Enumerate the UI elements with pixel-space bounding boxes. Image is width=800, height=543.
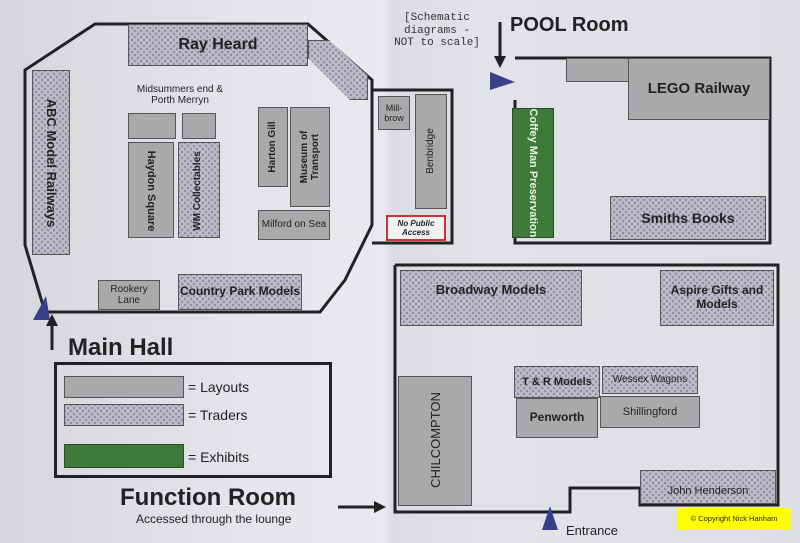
legend-box	[54, 362, 332, 478]
stall-haydon-square	[128, 142, 174, 238]
stall-wessex-wagons	[602, 366, 698, 394]
stall-john-henderson	[640, 470, 776, 504]
stall-coffey-man	[512, 108, 554, 238]
stall-aspire-gifts	[660, 270, 774, 326]
stall-ray-heard	[128, 24, 308, 66]
stall-chilcompton-label: CHILCOMPTON	[427, 392, 443, 488]
stall-abc-model-railways-label: ABC Model Railways	[44, 98, 60, 228]
no-public-access-label: No Public Access	[397, 218, 435, 237]
side-room-outline	[372, 88, 454, 245]
main-hall-title: Main Hall	[68, 334, 174, 362]
stall-tr-models	[514, 366, 600, 398]
stall-tr-models-label: T & R Models	[522, 375, 592, 388]
pool-room-title: POOL Room	[510, 13, 629, 36]
stall-shillingford-label: Shillingford	[622, 405, 678, 418]
function-room-arrow-head	[374, 501, 386, 513]
legend-exhibits-label: = Exhibits	[188, 448, 250, 465]
stall-pool-small-layout	[566, 58, 630, 82]
stall-benbridge	[415, 94, 447, 209]
stall-penworth	[516, 398, 598, 438]
legend-exhibits-swatch	[64, 444, 184, 468]
stall-wm-collectables	[178, 142, 220, 238]
stall-benbridge-label: Benbridge	[425, 128, 437, 174]
stall-wm-collectables-label: WM Collectables	[192, 151, 204, 231]
stall-ray-heard-label: Ray Heard	[178, 35, 258, 53]
pool-room-arrow-head	[494, 56, 506, 68]
legend-layouts-label: = Layouts	[188, 378, 250, 395]
main-hall-door-marker	[33, 296, 50, 320]
not-to-scale-note: [Schematic diagrams - NOT to scale]	[394, 12, 480, 50]
no-public-access-box	[386, 215, 446, 241]
stall-porth-merryn	[182, 113, 216, 139]
stall-rookery-lane	[98, 280, 160, 310]
stall-coffey-man-label: Coffey Man Preservation	[527, 108, 540, 238]
main-hall-arrow-head	[46, 314, 58, 326]
stall-rookery-lane-label: Rookery Lane	[110, 283, 148, 307]
stall-penworth-label: Penworth	[529, 410, 585, 425]
stall-broadway-models-label: Broadway Models	[435, 281, 547, 297]
stall-country-park-models-label: Country Park Models	[179, 284, 301, 299]
stall-harton-gill	[258, 107, 288, 187]
stall-museum-of-transport	[290, 107, 330, 207]
stall-museum-of-transport-label: Museum of Transport	[298, 130, 322, 184]
stall-lego-railway-label: LEGO Railway	[647, 80, 751, 98]
stall-lego-railway	[628, 58, 770, 120]
legend-traders-label: = Traders	[188, 406, 248, 423]
stall-millbrow-label: Mill-brow	[384, 102, 404, 123]
stall-millbrow	[378, 96, 410, 130]
stall-john-henderson-label: John Henderson	[667, 484, 749, 497]
stall-milford-on-sea-label: Milford on Sea	[261, 219, 327, 231]
stall-smiths-books-label: Smiths Books	[641, 209, 735, 226]
stall-milford-on-sea	[258, 210, 330, 240]
copyright-banner	[677, 508, 791, 530]
stall-harton-gill-label: Harton Gill	[267, 121, 279, 173]
function-room-subtitle: Accessed through the lounge	[136, 512, 292, 527]
stall-shillingford	[600, 396, 700, 428]
legend-layouts-swatch	[64, 376, 184, 398]
entrance-door-marker	[542, 506, 558, 530]
stall-wessex-wagons-label: Wessex Wagons	[612, 374, 688, 386]
stall-aspire-gifts-label: Aspire Gifts and Models	[670, 283, 764, 311]
copyright-label: © Copyright Nick Hanham	[690, 513, 778, 523]
legend-traders-swatch	[64, 404, 184, 426]
stall-smiths-books	[610, 196, 766, 240]
stall-broadway-models	[400, 270, 582, 326]
stall-country-park-models	[178, 274, 302, 310]
pool-room-door-marker	[490, 72, 515, 90]
entrance-label: Entrance	[566, 522, 619, 538]
midsummers-label: Midsummers end & Porth Merryn	[136, 83, 224, 107]
stall-midsummers-end	[128, 113, 176, 139]
stall-abc-model-railways	[32, 70, 70, 255]
stall-chilcompton	[398, 376, 472, 506]
function-room-title: Function Room	[120, 484, 296, 512]
stall-haydon-square-label: Haydon Square	[145, 150, 158, 232]
